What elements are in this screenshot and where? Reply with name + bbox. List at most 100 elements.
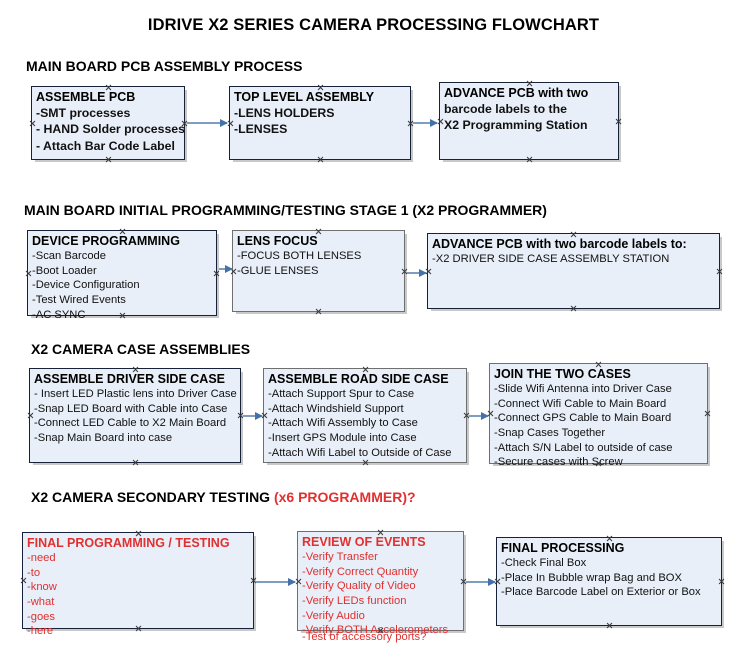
node-title: REVIEW OF EVENTS <box>302 535 426 549</box>
node-advance-pcb-to-driver-side-case[interactable]: ADVANCE PCB with two barcode labels to: … <box>427 233 720 309</box>
section-title-main-board-initial-programming: MAIN BOARD INITIAL PROGRAMMING/TESTING S… <box>24 202 547 218</box>
connector-shaft <box>243 415 262 417</box>
node-assemble-road-side-case[interactable]: ASSEMBLE ROAD SIDE CASE -Attach Support … <box>263 368 467 463</box>
connector-handle-bottom[interactable] <box>105 156 112 163</box>
connector-handle-right[interactable] <box>213 270 220 277</box>
connector-handle-left[interactable] <box>25 270 32 277</box>
node-line: -SMT processes <box>36 106 131 121</box>
node-line: -Connect GPS Cable to Main Board <box>494 412 672 425</box>
node-assemble-driver-side-case[interactable]: ASSEMBLE DRIVER SIDE CASE - Insert LED P… <box>29 368 241 463</box>
arrowhead-icon <box>481 411 489 420</box>
node-lens-focus[interactable]: LENS FOCUS -FOCUS BOTH LENSES -GLUE LENS… <box>232 230 405 312</box>
node-line: -Place In Bubble wrap Bag and BOX <box>501 571 682 584</box>
node-top-level-assembly[interactable]: TOP LEVEL ASSEMBLY -LENS HOLDERS -LENSES <box>229 86 411 160</box>
node-line: -Verify LEDs function <box>302 594 407 607</box>
node-line: -Connect LED Cable to X2 Main Board <box>34 417 227 430</box>
connector-review-to-final-processing <box>466 577 496 586</box>
node-line: -know <box>27 581 57 594</box>
connector-handle-left[interactable] <box>20 577 27 584</box>
arrowhead-icon <box>255 411 263 420</box>
connector-road-side-to-join-cases <box>469 411 489 420</box>
connector-handle-bottom[interactable] <box>570 305 577 312</box>
connector-handle-left[interactable] <box>27 412 34 419</box>
node-line: -to <box>27 566 41 579</box>
connector-assemble-pcb-to-top-level-assembly <box>187 118 228 127</box>
connector-handle-right[interactable] <box>615 118 622 125</box>
node-final-processing[interactable]: FINAL PROCESSING -Check Final Box -Place… <box>496 537 722 626</box>
arrowhead-icon <box>225 264 233 273</box>
connector-device-programming-to-lens-focus <box>219 264 233 273</box>
node-line: -Connect Wifi Cable to Main Board <box>494 397 667 410</box>
node-line: -Boot Loader <box>32 264 97 277</box>
section-title-text: X2 CAMERA SECONDARY TESTING <box>31 489 274 505</box>
connector-handle-left[interactable] <box>29 120 36 127</box>
node-line: - Attach Bar Code Label <box>36 138 175 153</box>
node-join-the-two-cases[interactable]: JOIN THE TWO CASES -Slide Wifi Antenna i… <box>489 363 711 468</box>
arrowhead-icon <box>488 577 496 586</box>
node-title: FINAL PROCESSING <box>501 541 625 555</box>
node-line: -Verify Correct Quantity <box>302 565 419 578</box>
node-line: -AC SYNC <box>32 308 86 321</box>
arrowhead-icon <box>220 118 228 127</box>
node-line: -here <box>27 625 54 638</box>
node-title: FINAL PROGRAMMING / TESTING <box>27 536 230 550</box>
node-line: -Verify BOTH Accelerometers <box>302 624 449 637</box>
node-line: X2 Programming Station <box>444 118 588 133</box>
node-assemble-pcb[interactable]: ASSEMBLE PCB -SMT processes - HAND Solde… <box>31 86 185 160</box>
connector-shaft <box>187 122 227 124</box>
connector-handle-bottom[interactable] <box>317 156 324 163</box>
node-line: - HAND Solder processes <box>36 122 185 137</box>
node-line: - Insert LED Plastic lens into Driver Ca… <box>34 388 237 401</box>
connector-handle-right[interactable] <box>716 268 723 275</box>
connector-handle-bottom[interactable] <box>606 622 613 629</box>
node-advance-pcb-to-programming-station[interactable]: ADVANCE PCB with two barcode labels to t… <box>439 82 619 160</box>
arrowhead-icon <box>288 577 296 586</box>
node-line: -X2 DRIVER SIDE CASE ASSEMBLY STATION <box>432 253 670 266</box>
connector-handle-right[interactable] <box>704 410 711 417</box>
section-title-x2-camera-secondary-testing: X2 CAMERA SECONDARY TESTING (x6 PROGRAMM… <box>31 489 416 505</box>
connector-shaft <box>413 122 437 124</box>
connector-shaft <box>407 272 426 274</box>
node-line: -Test Wired Events <box>32 293 126 306</box>
node-title: LENS FOCUS <box>237 234 318 248</box>
connector-shaft <box>469 415 488 417</box>
node-line: -Attach Windshield Support <box>268 402 404 415</box>
connector-shaft <box>466 581 495 583</box>
node-title: ASSEMBLE ROAD SIDE CASE <box>268 372 449 386</box>
node-line: -LENSES <box>234 122 288 137</box>
node-line: -Snap Cases Together <box>494 426 606 439</box>
node-line: -Attach Wifi Label to Outside of Case <box>268 446 452 459</box>
node-line: -FOCUS BOTH LENSES <box>237 250 362 263</box>
connector-handle-bottom[interactable] <box>315 308 322 315</box>
connector-handle-bottom[interactable] <box>526 156 533 163</box>
connector-driver-side-to-road-side <box>243 411 263 420</box>
node-line: -Slide Wifi Antenna into Driver Case <box>494 383 672 396</box>
node-title: ASSEMBLE PCB <box>36 90 136 104</box>
connector-handle-right[interactable] <box>718 578 725 585</box>
section-title-text: X2 CAMERA CASE ASSEMBLIES <box>31 341 251 357</box>
node-line: -Snap Main Board into case <box>34 431 173 444</box>
node-line: -goes <box>27 610 55 623</box>
connector-lens-focus-to-advance-pcb-driver-side <box>407 268 427 277</box>
section-title-text: MAIN BOARD PCB ASSEMBLY PROCESS <box>26 58 303 74</box>
arrowhead-icon <box>419 268 427 277</box>
connector-shaft <box>256 581 295 583</box>
node-title: ADVANCE PCB with two <box>444 86 589 100</box>
node-title: JOIN THE TWO CASES <box>494 367 631 381</box>
node-line: barcode labels to the <box>444 102 567 117</box>
node-line: -Insert GPS Module into Case <box>268 431 417 444</box>
node-title: ASSEMBLE DRIVER SIDE CASE <box>34 372 226 386</box>
node-title: ADVANCE PCB with two barcode labels to: <box>432 237 687 251</box>
connector-handle-bottom[interactable] <box>132 459 139 466</box>
node-line: -Snap LED Board with Cable into Case <box>34 402 228 415</box>
node-line: -Secure cases with Screw <box>494 456 623 469</box>
node-title: TOP LEVEL ASSEMBLY <box>234 90 375 104</box>
node-device-programming[interactable]: DEVICE PROGRAMMING -Scan Barcode -Boot L… <box>25 230 220 321</box>
node-final-programming-testing[interactable]: FINAL PROGRAMMING / TESTING -need -to -k… <box>20 532 254 637</box>
connector-final-programming-to-review <box>256 577 296 586</box>
node-review-of-events[interactable]: REVIEW OF EVENTS -Verify Transfer -Verif… <box>297 531 464 643</box>
section-title-accent: (x6 PROGRAMMER)? <box>273 489 416 505</box>
node-line: -GLUE LENSES <box>237 264 319 277</box>
node-line: -need <box>27 552 56 565</box>
